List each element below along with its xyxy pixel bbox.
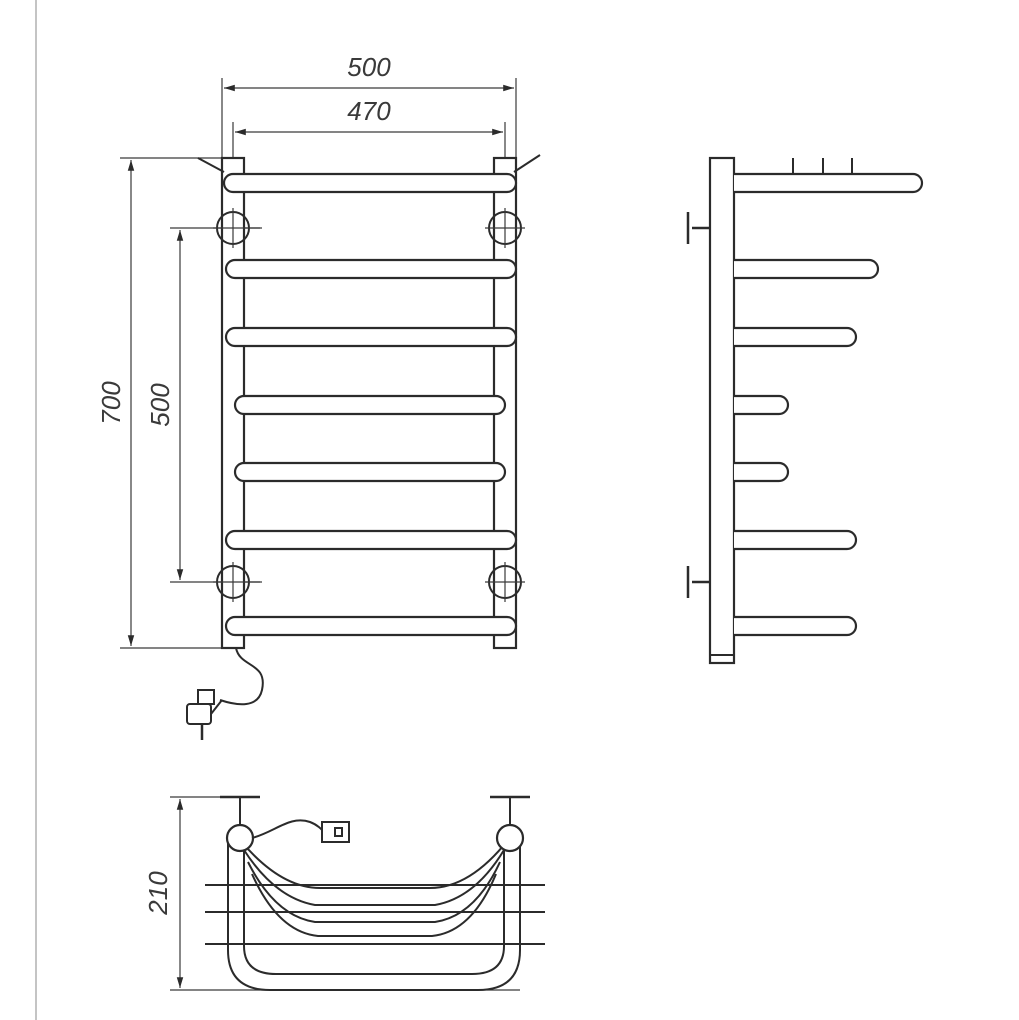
dim-depth: 210 xyxy=(143,871,173,916)
u-tube xyxy=(243,840,505,975)
wall-bracket xyxy=(686,566,710,598)
front-view: 500 470 700 500 xyxy=(96,52,541,740)
bottom-view: 210 xyxy=(143,795,545,991)
mount-point xyxy=(485,208,525,248)
side-post xyxy=(708,156,736,665)
side-tube xyxy=(734,615,858,637)
power-cord-top xyxy=(251,819,323,839)
side-view xyxy=(686,156,924,665)
dim-height-mount: 500 xyxy=(145,383,175,427)
u-tube xyxy=(227,840,521,991)
crossbar xyxy=(222,172,518,194)
crossbar xyxy=(233,461,507,483)
mount-point xyxy=(485,562,525,602)
crossbar xyxy=(224,529,518,551)
side-tube xyxy=(734,258,880,280)
plug-icon xyxy=(186,689,223,740)
post-top-view xyxy=(495,823,525,853)
dim-width-outer: 500 xyxy=(347,52,391,82)
side-tube xyxy=(734,172,924,194)
dim-height-total: 700 xyxy=(96,381,126,425)
switch-icon xyxy=(321,821,350,843)
left-post-cap xyxy=(197,157,225,173)
wall-bracket xyxy=(686,212,710,244)
crossbar xyxy=(224,326,518,348)
dim-width-inner: 470 xyxy=(347,96,391,126)
curved-bar xyxy=(251,873,497,937)
side-tube xyxy=(734,461,790,483)
crossbar xyxy=(224,258,518,280)
side-tube xyxy=(734,529,858,551)
curved-bar xyxy=(239,839,509,889)
right-post-cap xyxy=(513,154,541,173)
side-tube xyxy=(734,326,858,348)
crossbar xyxy=(233,394,507,416)
curved-bar xyxy=(247,861,501,923)
power-cord xyxy=(219,647,264,706)
curved-bar xyxy=(243,849,505,906)
post-top-view xyxy=(225,823,255,853)
side-tube xyxy=(734,394,790,416)
mount-point xyxy=(213,562,262,602)
crossbar xyxy=(224,615,518,637)
mount-point xyxy=(213,208,262,248)
